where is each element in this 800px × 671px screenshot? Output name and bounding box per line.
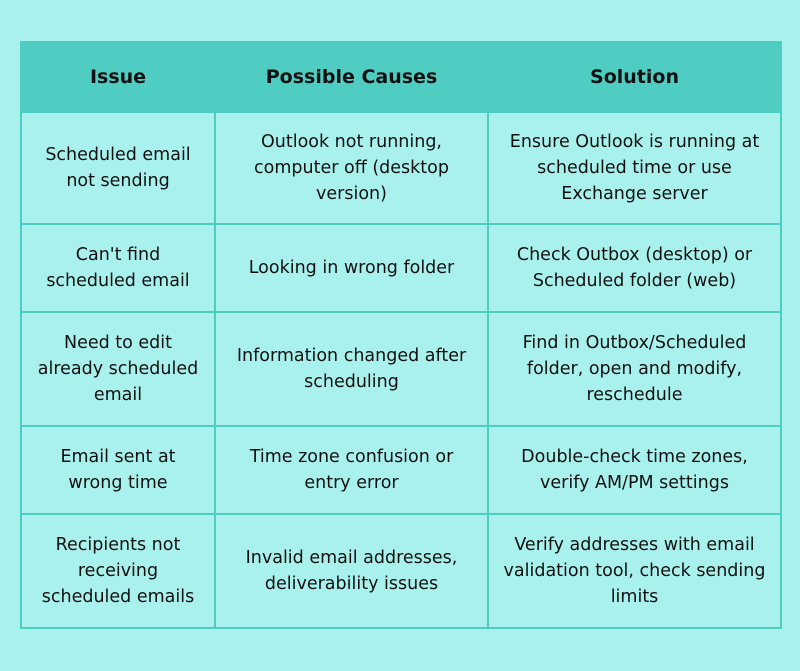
cause-cell: Invalid email addresses, deliverability … <box>214 513 489 629</box>
issue-cell: Recipients not receiving scheduled email… <box>20 513 216 629</box>
header-solution: Solution <box>487 41 782 113</box>
cause-cell: Outlook not running, computer off (deskt… <box>214 111 489 225</box>
header-possible-causes: Possible Causes <box>214 41 489 113</box>
troubleshooting-table: Issue Possible Causes Solution Scheduled… <box>20 41 782 629</box>
table-header: Issue Possible Causes Solution <box>20 41 782 113</box>
header-row: Issue Possible Causes Solution <box>20 41 782 113</box>
cause-cell: Information changed after scheduling <box>214 311 489 427</box>
solution-cell: Ensure Outlook is running at scheduled t… <box>487 111 782 225</box>
solution-cell: Verify addresses with email validation t… <box>487 513 782 629</box>
issue-cell: Need to edit already scheduled email <box>20 311 216 427</box>
issue-cell: Can't find scheduled email <box>20 223 216 313</box>
cause-cell: Time zone confusion or entry error <box>214 425 489 515</box>
solution-cell: Find in Outbox/Scheduled folder, open an… <box>487 311 782 427</box>
table-row: Email sent at wrong time Time zone confu… <box>20 425 782 515</box>
issue-cell: Scheduled email not sending <box>20 111 216 225</box>
table-body: Scheduled email not sending Outlook not … <box>20 111 782 629</box>
solution-cell: Check Outbox (desktop) or Scheduled fold… <box>487 223 782 313</box>
issue-cell: Email sent at wrong time <box>20 425 216 515</box>
header-issue: Issue <box>20 41 216 113</box>
cause-cell: Looking in wrong folder <box>214 223 489 313</box>
table-row: Need to edit already scheduled email Inf… <box>20 311 782 427</box>
table-row: Recipients not receiving scheduled email… <box>20 513 782 629</box>
table-row: Scheduled email not sending Outlook not … <box>20 111 782 225</box>
table-row: Can't find scheduled email Looking in wr… <box>20 223 782 313</box>
solution-cell: Double-check time zones, verify AM/PM se… <box>487 425 782 515</box>
